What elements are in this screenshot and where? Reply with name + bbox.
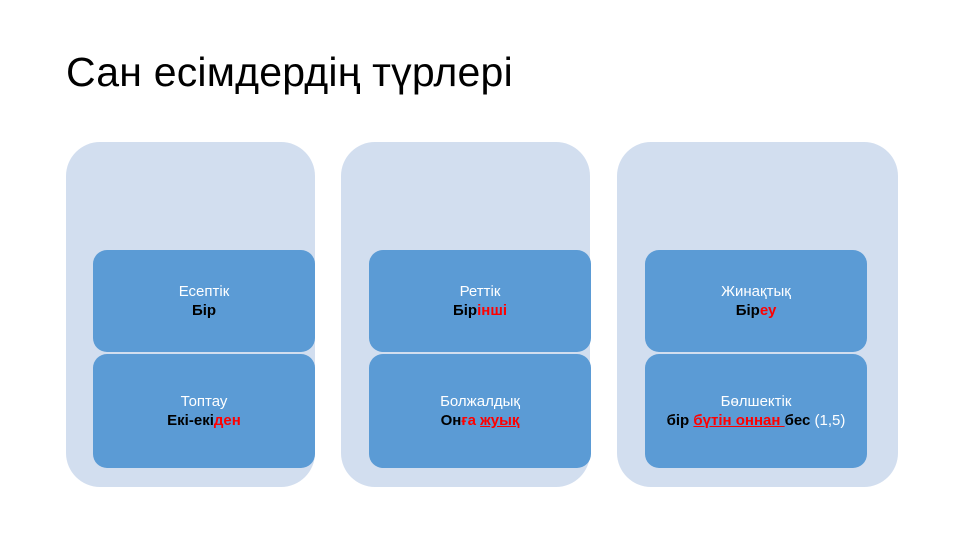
- text-segment: інші: [477, 302, 508, 319]
- text-segment: жуық: [480, 412, 520, 429]
- text-segment: ден: [213, 412, 241, 429]
- node-heading: Жинақтық: [721, 283, 791, 300]
- node-bolzhaldyq[interactable]: Болжалдық Онға жуық: [369, 354, 591, 468]
- text-segment: Он: [440, 412, 462, 429]
- node-esep tik[interactable]: Есептік Бір: [93, 250, 315, 352]
- text-segment: бір: [666, 412, 694, 429]
- text-segment: (1,5): [814, 412, 846, 429]
- node-heading: Болжалдық: [440, 393, 520, 410]
- node-heading: Топтау: [180, 393, 228, 410]
- node-bolshektik[interactable]: Бөлшектік бір бүтін оннан бес (1,5): [645, 354, 867, 468]
- text-segment: Бір: [191, 302, 217, 319]
- node-heading: Есептік: [178, 283, 230, 300]
- node-body: Бірінші: [453, 301, 507, 320]
- node-body: бір бүтін оннан бес (1,5): [667, 411, 846, 430]
- node-heading: Бөлшектік: [720, 393, 792, 410]
- text-segment: бес: [784, 412, 815, 429]
- node-heading: Реттік: [459, 283, 501, 300]
- text-segment: ға: [461, 412, 481, 429]
- text-segment: Бір: [735, 302, 760, 319]
- text-segment: бүтін оннан: [693, 412, 785, 429]
- node-body: Екі-екіден: [167, 411, 241, 430]
- text-segment: еу: [759, 302, 777, 319]
- node-toptau[interactable]: Топтау Екі-екіден: [93, 354, 315, 468]
- node-body: Біреу: [736, 301, 777, 320]
- node-body: Бір: [192, 301, 216, 320]
- text-segment: Бір: [452, 302, 478, 319]
- text-segment: Екі-екі: [167, 412, 214, 429]
- node-zhinaqtyq[interactable]: Жинақтық Біреу: [645, 250, 867, 352]
- node-rettik[interactable]: Реттік Бірінші: [369, 250, 591, 352]
- page-title: Сан есімдердің түрлері: [66, 49, 513, 95]
- node-body: Онға жуық: [441, 411, 520, 430]
